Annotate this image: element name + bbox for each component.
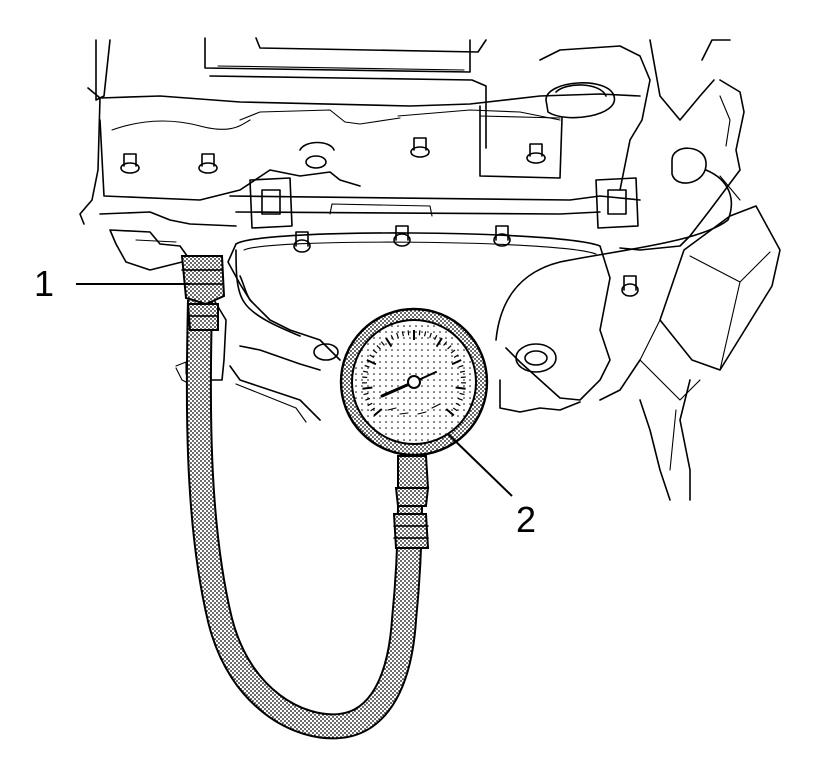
gauge-tick	[362, 386, 373, 390]
gauge-tick	[450, 349, 456, 354]
gauge-tick	[455, 402, 461, 407]
gauge-tick	[363, 370, 369, 373]
gauge-tick	[401, 331, 405, 337]
gauge-hose	[185, 299, 423, 740]
engine-assembly	[79, 37, 781, 501]
gauge-tick	[369, 354, 375, 358]
callout-1: 1	[34, 263, 190, 304]
gauge-tick	[447, 345, 452, 350]
gauge-tick	[396, 332, 399, 338]
gauge-tick	[435, 337, 443, 348]
gauge-tick	[363, 392, 369, 396]
gauge-tick	[458, 364, 464, 368]
gauge-tick	[459, 370, 465, 373]
gauge-tick	[366, 359, 377, 366]
gauge-tick	[451, 359, 462, 366]
gauge-tick	[445, 408, 455, 417]
gauge-tick	[418, 330, 421, 336]
callout-2-leader	[447, 433, 513, 497]
gauge-tick	[429, 332, 432, 338]
gauge-tick	[434, 334, 438, 341]
gauge-tick	[364, 364, 370, 368]
gauge-tick	[385, 337, 393, 348]
gauge-tick	[457, 397, 463, 401]
gauge-tick	[455, 386, 466, 390]
gauge-tick	[365, 397, 371, 401]
gauge-tick	[390, 334, 394, 341]
gauge-tick	[452, 407, 458, 412]
gauge-tick	[407, 330, 410, 336]
gauge-tick	[373, 408, 383, 417]
oil-pressure-gauge	[339, 307, 489, 457]
callout-1-label: 1	[34, 263, 54, 304]
gauge-tick	[367, 402, 373, 407]
hose-adapter-fitting	[180, 255, 226, 331]
gauge-tick	[380, 341, 385, 346]
gauge-hose-coupling	[392, 455, 430, 549]
callout-2: 2	[447, 433, 536, 540]
gauge-tick	[372, 349, 378, 354]
gauge-tick	[370, 407, 376, 412]
gauge-tick	[453, 354, 459, 358]
gauge-tick	[459, 392, 465, 396]
callout-2-label: 2	[516, 499, 536, 540]
gauge-tick	[443, 341, 448, 346]
gauge-tick	[423, 331, 427, 337]
gauge-tick	[376, 345, 381, 350]
gauge-dial-ticks	[361, 330, 467, 417]
